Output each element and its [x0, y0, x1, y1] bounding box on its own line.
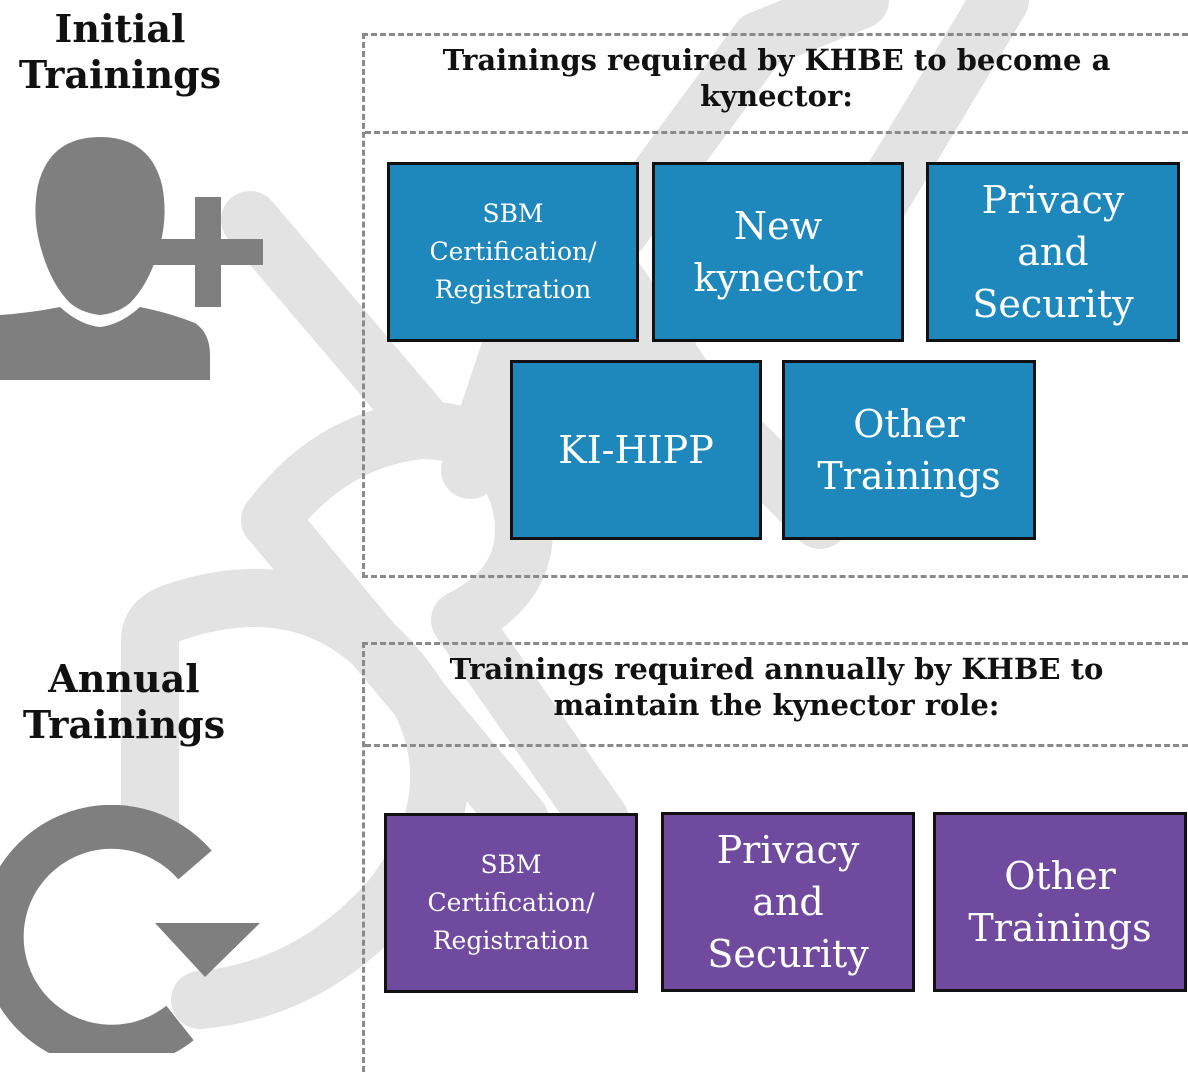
add-user-icon [0, 137, 263, 380]
box-label: Other Trainings [817, 402, 1001, 498]
initial-trainings-frame: Trainings required by KHBE to become a k… [362, 33, 1188, 578]
annual-trainings-frame: Trainings required annually by KHBE to m… [362, 642, 1188, 1072]
training-box-other-trainings: Other Trainings [782, 360, 1036, 540]
training-box-ki-hipp: KI-HIPP [510, 360, 762, 540]
initial-trainings-label: Initial Trainings [0, 6, 240, 98]
box-label: SBM Certification/ Registration [427, 850, 595, 955]
initial-trainings-header: Trainings required by KHBE to become a k… [365, 36, 1188, 134]
training-box-new-kynector: New kynector [652, 162, 904, 342]
training-box-privacy-security: Privacy and Security [926, 162, 1180, 342]
annual-trainings-header: Trainings required annually by KHBE to m… [365, 645, 1188, 747]
annual-label-line-2: Trainings [22, 702, 226, 747]
initial-label-line-1: Initial [54, 6, 186, 51]
annual-trainings-label: Annual Trainings [0, 656, 248, 748]
initial-header-line-2: kynector: [700, 79, 853, 113]
box-label: Privacy and Security [972, 178, 1134, 326]
annual-header-line-2: maintain the kynector role: [553, 688, 1000, 722]
box-label: KI-HIPP [558, 428, 714, 472]
initial-label-line-2: Trainings [18, 52, 222, 97]
annual-header-line-1: Trainings required annually by KHBE to [449, 652, 1104, 686]
box-label: SBM Certification/ Registration [429, 199, 597, 304]
training-box-sbm-certification: SBM Certification/ Registration [387, 162, 639, 342]
box-label: Privacy and Security [707, 828, 869, 976]
refresh-arrow-icon [0, 805, 260, 1053]
annual-box-sbm-certification: SBM Certification/ Registration [384, 813, 638, 993]
box-label: Other Trainings [968, 854, 1152, 950]
box-label: New kynector [693, 204, 863, 300]
initial-header-line-1: Trainings required by KHBE to become a [442, 43, 1111, 77]
annual-label-line-1: Annual [48, 656, 200, 701]
annual-box-privacy-security: Privacy and Security [661, 812, 915, 992]
annual-box-other-trainings: Other Trainings [933, 812, 1187, 992]
